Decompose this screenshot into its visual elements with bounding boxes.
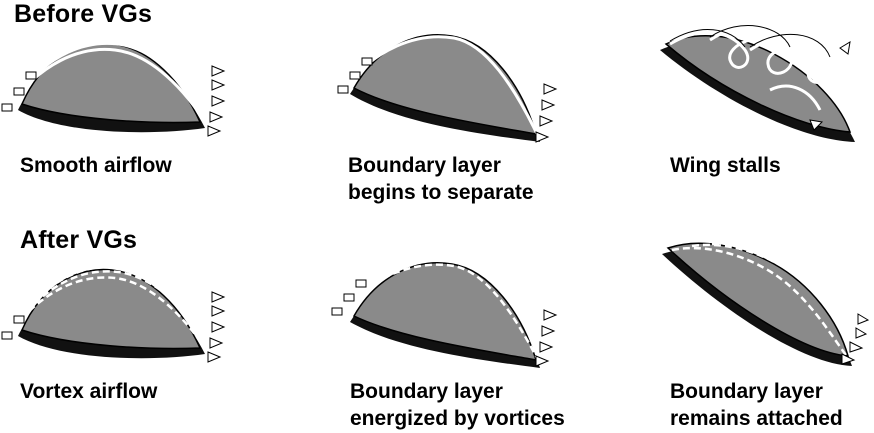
separation-wing-illustration: [337, 20, 558, 143]
smooth-airflow-wing-illustration: [1, 29, 226, 137]
after-vgs-heading: After VGs: [20, 226, 138, 254]
caption-line: energized by vortices: [350, 407, 565, 430]
vortex-streamlines: [339, 248, 548, 361]
turbulent-streamlines-outline: [669, 25, 831, 58]
smooth-airflow-caption: Smooth airflow: [20, 152, 172, 179]
energized-caption: Boundary layer energized by vortices: [350, 378, 565, 432]
separating-streamlines: [342, 20, 548, 137]
caption-line: Wing stalls: [670, 154, 781, 177]
wing-upper-surface: [664, 35, 852, 133]
streamline-arrowheads: [535, 309, 558, 367]
remains-attached-caption: Boundary layer remains attached: [670, 378, 843, 432]
vortex-airflow-wing-illustration: [1, 257, 226, 363]
energized-panel: [330, 248, 570, 370]
vortex-streamlines: [6, 257, 215, 357]
caption-line: remains attached: [670, 407, 843, 430]
streamline-arrowheads: [535, 83, 558, 143]
turbulent-streamlines: [669, 27, 847, 111]
energized-wing-illustration: [331, 248, 558, 368]
remains-attached-panel: [652, 240, 870, 370]
streamline-tails: [1, 71, 37, 112]
before-vgs-heading: Before VGs: [14, 0, 153, 28]
caption-line: Vortex airflow: [20, 380, 158, 403]
smooth-airflow-panel: [0, 28, 240, 143]
streamline-arrowheads: [207, 291, 226, 363]
wing-upper-surface: [20, 268, 202, 350]
stalled-wing-illustration: [660, 25, 855, 142]
attached-wing-illustration: [662, 240, 870, 366]
caption-line: Smooth airflow: [20, 154, 172, 177]
streamline-tails: [1, 315, 25, 340]
streamline-arrowheads: [809, 41, 851, 131]
streamline-tails: [331, 279, 367, 316]
wing-stalls-caption: Wing stalls: [670, 152, 781, 179]
streamline-tails: [337, 57, 373, 94]
streamline-arrowheads: [207, 65, 226, 137]
separation-caption: Boundary layer begins to separate: [348, 152, 534, 206]
caption-line: Boundary layer: [670, 380, 823, 403]
vortex-airflow-caption: Vortex airflow: [20, 378, 157, 405]
streamline-arrowheads: [841, 313, 870, 365]
caption-line: Boundary layer: [348, 154, 501, 177]
vortex-streamlines: [671, 240, 868, 359]
separation-panel: [330, 20, 570, 144]
vortex-airflow-panel: [0, 256, 240, 366]
wing-stalls-panel: [650, 20, 870, 150]
caption-line: begins to separate: [348, 181, 534, 204]
caption-line: Boundary layer: [350, 380, 503, 403]
smooth-streamlines: [6, 29, 216, 131]
